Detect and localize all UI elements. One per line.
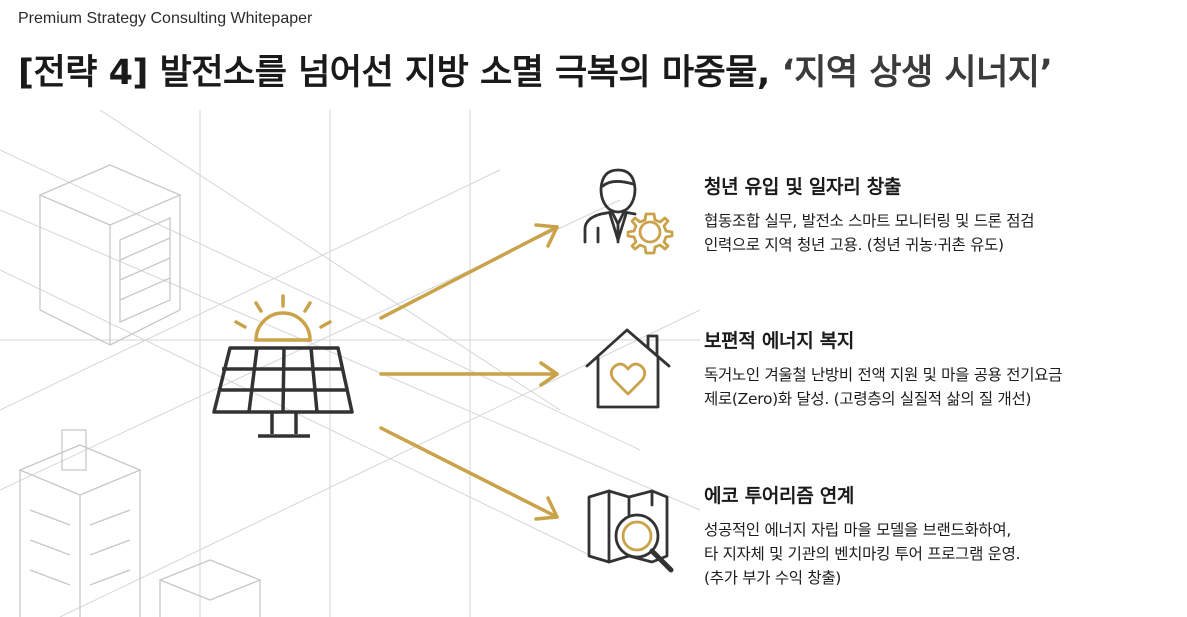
page-title: [전략 4] 발전소를 넘어선 지방 소멸 극복의 마중물, ‘지역 상생 시너… — [18, 44, 1053, 95]
item-desc-line: 인력으로 지역 청년 고용. (청년 귀농·귀촌 유도) — [704, 236, 1004, 254]
item-energy-welfare: 보편적 에너지 복지 독거노인 겨울철 난방비 전액 지원 및 마을 공용 전기… — [704, 326, 1174, 411]
house-heart-icon — [585, 328, 671, 409]
item-description: 협동조합 실무, 발전소 스마트 모니터링 및 드론 점검 인력으로 지역 청년… — [704, 209, 1174, 257]
title-accent: ‘지역 상생 시너지’ — [781, 53, 1053, 93]
title-main: [전략 4] 발전소를 넘어선 지방 소멸 극복의 마중물, — [18, 53, 782, 93]
item-description: 성공적인 에너지 자립 마을 모델을 브랜드화하여, 타 지자체 및 기관의 벤… — [704, 518, 1174, 590]
background-city-illustration — [0, 110, 700, 617]
solar-panel-sun-icon — [212, 294, 354, 438]
arrow-up — [379, 225, 559, 320]
item-description: 독거노인 겨울철 난방비 전액 지원 및 마을 공용 전기요금 제로(Zero)… — [704, 363, 1174, 411]
hero-diagram — [212, 168, 674, 573]
worker-gear-icon — [583, 168, 674, 255]
item-desc-line: 독거노인 겨울철 난방비 전액 지원 및 마을 공용 전기요금 — [704, 366, 1063, 384]
item-desc-line: (추가 부가 수익 창출) — [704, 569, 842, 587]
map-magnifier-icon — [587, 489, 674, 573]
item-desc-line: 타 지자체 및 기관의 벤치마킹 투어 프로그램 운영. — [704, 545, 1021, 563]
item-title: 청년 유입 및 일자리 창출 — [704, 176, 902, 198]
item-desc-line: 협동조합 실무, 발전소 스마트 모니터링 및 드론 점검 — [704, 212, 1035, 230]
item-desc-line: 성공적인 에너지 자립 마을 모델을 브랜드화하여, — [704, 521, 1011, 539]
item-youth-employment: 청년 유입 및 일자리 창출 협동조합 실무, 발전소 스마트 모니터링 및 드… — [704, 172, 1174, 257]
arrow-down — [379, 426, 559, 519]
item-title: 에코 투어리즘 연계 — [704, 485, 855, 507]
item-eco-tourism: 에코 투어리즘 연계 성공적인 에너지 자립 마을 모델을 브랜드화하여, 타 … — [704, 481, 1174, 590]
item-desc-line: 제로(Zero)화 달성. (고령층의 실질적 삶의 질 개선) — [704, 390, 1032, 408]
eyebrow-label: Premium Strategy Consulting Whitepaper — [18, 10, 313, 27]
item-title: 보편적 에너지 복지 — [704, 330, 855, 352]
